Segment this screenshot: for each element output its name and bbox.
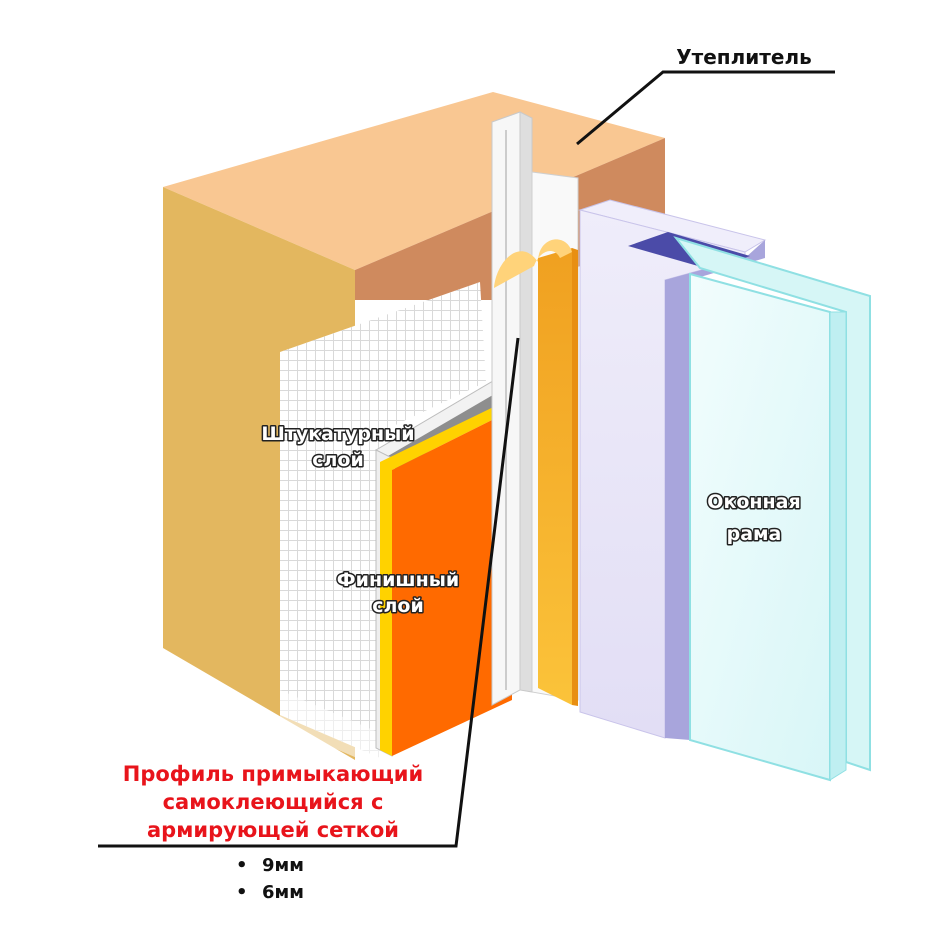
- glass-unit: [673, 236, 871, 782]
- finish-layer-label-line1: Финишный: [337, 569, 459, 591]
- leader-lines: [98, 70, 835, 848]
- mesh-lower-fade: [280, 690, 385, 770]
- plaster-layer-label-line1: Штукатурный: [261, 423, 414, 445]
- finish-layer-label-line2: слой: [372, 595, 424, 617]
- finish-front-face: [392, 410, 512, 756]
- insulation-label: Утеплитель: [676, 45, 812, 69]
- window-frame-label-line1: Оконная: [707, 491, 800, 513]
- size-bullet-2: •: [236, 882, 248, 903]
- size-option-9mm: 9мм: [262, 855, 304, 876]
- profile-label-line1: Профиль примыкающий: [123, 762, 423, 786]
- size-option-6mm: 6мм: [262, 882, 304, 903]
- insulation-top-face: [163, 92, 665, 270]
- adhesive-tape: [494, 239, 578, 706]
- profile-leader-line: [98, 337, 520, 848]
- tape-peel-curl: [494, 239, 572, 288]
- tape-edge: [572, 248, 578, 706]
- size-bullet-1: •: [236, 855, 248, 876]
- plaster-layer-label-line2: слой: [312, 449, 364, 471]
- tape-strip: [538, 248, 572, 705]
- profile-label-line2: самоклеющийся с: [163, 790, 384, 814]
- glass-pane-edge: [829, 311, 847, 781]
- profile-front: [519, 111, 533, 693]
- profile-label-line3: армирующей сеткой: [147, 818, 399, 842]
- window-frame-label-line2: рама: [727, 523, 782, 545]
- finish-layer: [380, 398, 512, 756]
- insulation-leader-line: [576, 70, 835, 146]
